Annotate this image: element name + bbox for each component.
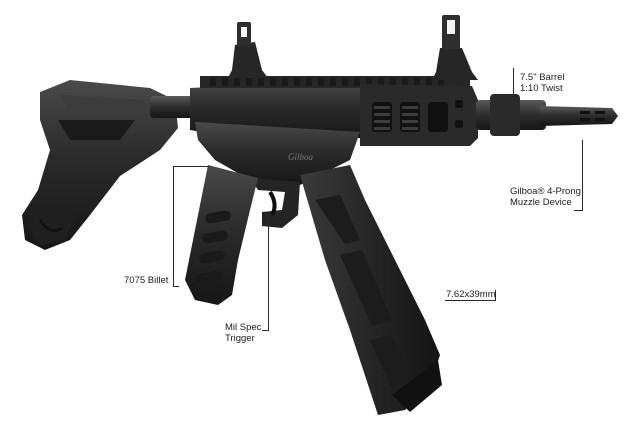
barrel-callout-line2: 1:10 Twist <box>520 83 563 94</box>
trigger-group <box>250 178 300 228</box>
barrel-callout: 7.5" Barrel 1:10 Twist <box>520 72 565 94</box>
buffer-tube <box>150 96 200 118</box>
muzzle-callout-line2: Muzzle Device <box>510 197 572 208</box>
trigger-callout-line2: Trigger <box>225 333 255 344</box>
muzzle-device <box>540 106 618 126</box>
pistol-grip <box>185 165 258 305</box>
caliber-leader-line <box>445 300 495 301</box>
trigger-leader-line <box>268 222 269 330</box>
handguard <box>360 84 478 146</box>
caliber-leader-tick <box>495 290 496 301</box>
billet-leader-line <box>173 166 174 286</box>
muzzle-leader-tick <box>574 210 583 211</box>
billet-leader-top <box>173 166 209 167</box>
muzzle-leader-line <box>582 140 583 210</box>
rear-sight <box>228 22 268 78</box>
trigger-callout: Mil Spec Trigger <box>225 322 261 344</box>
magazine <box>300 165 442 415</box>
billet-leader-bottom <box>173 286 179 287</box>
trigger-leader-tick <box>262 330 269 331</box>
billet-callout-text: 7075 Billet <box>124 275 169 286</box>
caliber-callout: 7.62x39mm <box>446 289 496 300</box>
engraving-text: Gilboa <box>288 152 314 162</box>
barrel-callout-line1: 7.5" Barrel <box>520 72 565 83</box>
barrel <box>476 94 546 136</box>
lower-receiver: Gilboa <box>195 122 360 185</box>
billet-callout: 7075 Billet <box>124 275 168 286</box>
front-sight <box>432 15 478 80</box>
muzzle-callout: Gilboa® 4-Prong Muzzle Device <box>510 186 581 208</box>
muzzle-callout-line1: Gilboa® 4-Prong <box>510 186 581 197</box>
caliber-callout-text: 7.62x39mm <box>446 289 496 300</box>
barrel-leader-line <box>513 68 514 104</box>
trigger-callout-line1: Mil Spec <box>225 322 262 333</box>
pistol-brace <box>22 80 178 250</box>
